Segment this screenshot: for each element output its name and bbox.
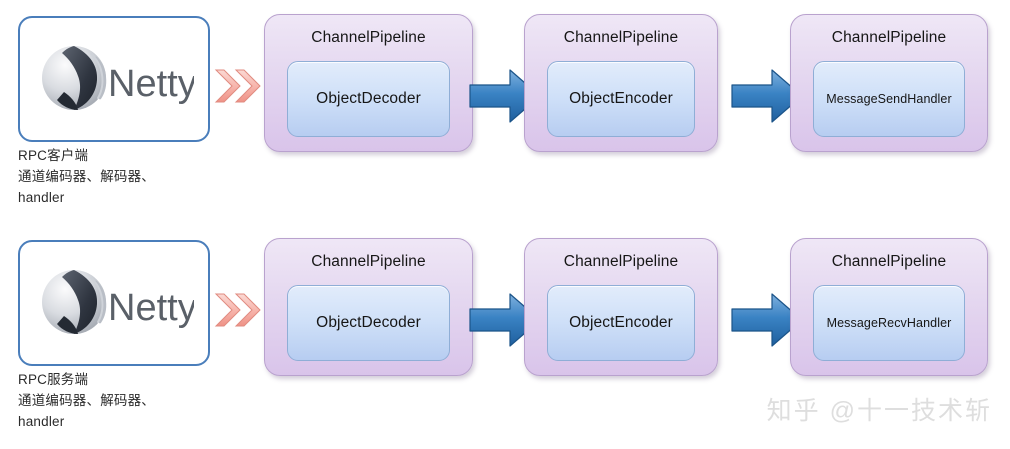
handler-box: ObjectDecoder (287, 61, 450, 137)
handler-box: MessageRecvHandler (813, 285, 965, 361)
handler-label: ObjectEncoder (569, 314, 673, 331)
client-caption: RPC客户端 通道编码器、解码器、 handler (18, 146, 248, 209)
handler-label: ObjectEncoder (569, 90, 673, 107)
netty-wordmark: Netty (108, 63, 194, 105)
caption-line-2: 通道编码器、解码器、 (18, 168, 155, 184)
pink-chevron-icon (214, 293, 261, 327)
handler-box: ObjectEncoder (547, 285, 695, 361)
caption-line-3: handler (18, 189, 65, 205)
caption-line-3: handler (18, 413, 65, 429)
handler-label: MessageRecvHandler (826, 316, 952, 330)
pink-chevron-icon (214, 69, 261, 103)
blue-right-arrow-icon (731, 69, 803, 123)
netty-logo-icon: Netty (42, 46, 194, 110)
pipeline-title: ChannelPipeline (563, 29, 679, 46)
pipeline-box-3-server: ChannelPipeline MessageRecvHandler (790, 238, 988, 376)
pipeline-box-3-client: ChannelPipeline MessageSendHandler (790, 14, 988, 152)
netty-wordmark: Netty (108, 287, 194, 329)
server-caption: RPC服务端 通道编码器、解码器、 handler (18, 370, 248, 433)
caption-line-1: RPC服务端 (18, 372, 89, 387)
caption-line-2: 通道编码器、解码器、 (18, 392, 155, 408)
handler-label: ObjectDecoder (316, 90, 421, 107)
pipeline-box-2-server: ChannelPipeline ObjectEncoder (524, 238, 718, 376)
netty-logo-icon: Netty (42, 270, 194, 334)
pipeline-box-1-client: ChannelPipeline ObjectDecoder (264, 14, 473, 152)
pipeline-box-1-server: ChannelPipeline ObjectDecoder (264, 238, 473, 376)
netty-logo-wrapper: Netty (20, 242, 208, 364)
pipeline-title: ChannelPipeline (563, 253, 679, 270)
pipeline-title: ChannelPipeline (311, 253, 426, 270)
handler-label: MessageSendHandler (826, 92, 952, 106)
netty-logo-wrapper: Netty (20, 18, 208, 140)
handler-box: ObjectEncoder (547, 61, 695, 137)
pipeline-title: ChannelPipeline (831, 29, 947, 46)
server-flow-row: Netty RPC服务端 通道编码器、解码器、 handler ChannelP… (0, 224, 1010, 449)
handler-box: ObjectDecoder (287, 285, 450, 361)
netty-source-box-client: Netty (18, 16, 210, 142)
caption-line-1: RPC客户端 (18, 148, 89, 163)
pipeline-title: ChannelPipeline (311, 29, 426, 46)
watermark: 知乎 @十一技术斩 (766, 397, 992, 425)
netty-source-box-server: Netty (18, 240, 210, 366)
client-flow-row: Netty RPC客户端 通道编码器、解码器、 handler ChannelP… (18, 14, 988, 209)
handler-label: ObjectDecoder (316, 314, 421, 331)
blue-right-arrow-icon (731, 293, 803, 347)
pipeline-box-2-client: ChannelPipeline ObjectEncoder (524, 14, 718, 152)
handler-box: MessageSendHandler (813, 61, 965, 137)
pipeline-title: ChannelPipeline (831, 253, 947, 270)
